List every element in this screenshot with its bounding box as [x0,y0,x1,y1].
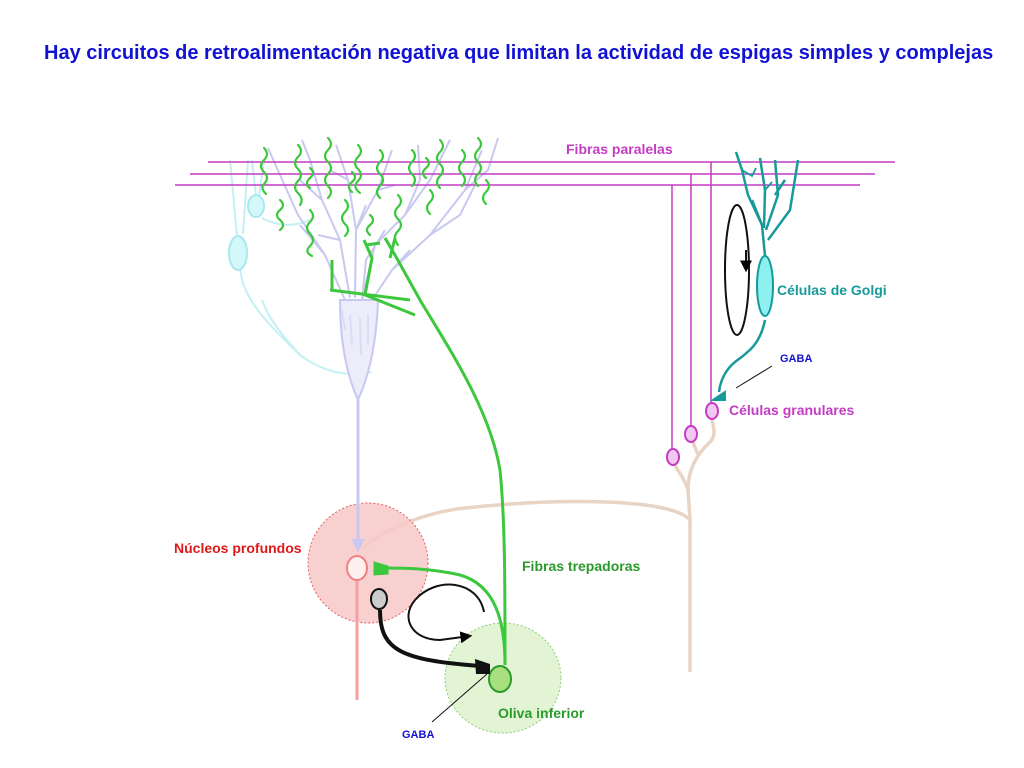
deep-nucleus-neuron [346,555,368,581]
label-gaba-olive: GABA [402,729,434,741]
slide-title: Hay circuitos de retroalimentación negat… [44,42,994,64]
label-granule-cells: Células granulares [729,402,854,418]
granule-cell-soma [705,402,719,420]
parallel-fibers [175,161,895,450]
label-inferior-olive: Oliva inferior [498,705,585,721]
golgi-feedback-loop [724,204,752,336]
granule-cell-soma [666,448,680,466]
label-gaba-golgi: GABA [780,353,812,365]
deep-nuclei [307,502,429,700]
climbing-fiber-terminals [259,136,491,258]
basket-cell [228,159,373,376]
purkinje-cell [267,137,499,553]
olive-feedback-loop [407,583,485,644]
label-parallel-fibers: Fibras paralelas [566,141,673,157]
granule-cell-soma [684,425,698,443]
label-climbing-fibers: Fibras trepadoras [522,558,640,574]
climbing-fiber [329,237,507,666]
gaba-olive-callout [431,673,488,723]
label-golgi-cells: Células de Golgi [777,282,887,298]
label-deep-nuclei: Núcleos profundos [174,540,302,556]
granule-cells [666,402,719,466]
nucleo-olivary-gaba-neuron [370,588,490,674]
gaba-golgi-callout [735,365,773,389]
golgi-cell [709,151,800,401]
inferior-olive-neuron [488,665,512,693]
